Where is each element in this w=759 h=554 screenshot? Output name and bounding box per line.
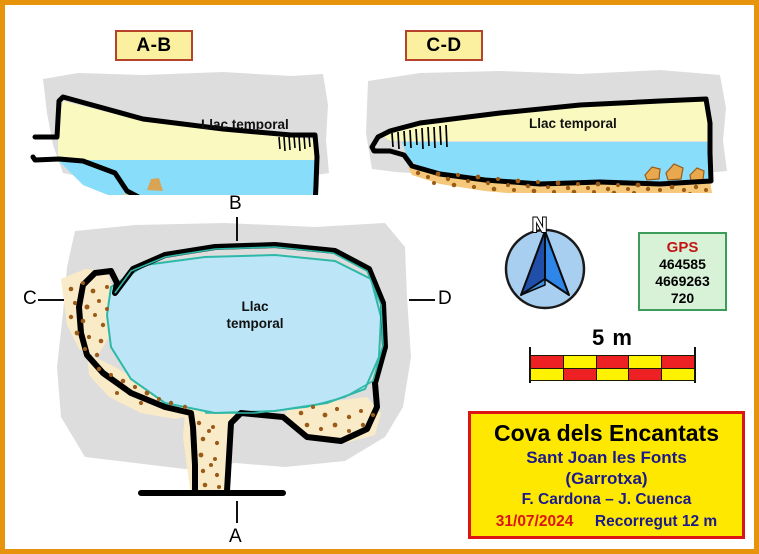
scale-bar [530, 355, 695, 381]
plan-station-b-label: B [229, 193, 242, 214]
scale-label: 5 m [592, 325, 633, 350]
section-cd-drawing [366, 70, 727, 193]
scale-cell [596, 356, 630, 368]
scale-cell [662, 368, 694, 380]
plan-station-c-tick [38, 299, 64, 301]
municipality: Sant Joan les Fonts [526, 448, 687, 467]
scale-cell [531, 368, 564, 380]
plan-station-d-label: D [438, 288, 452, 309]
surveyors: F. Cardona – J. Cuenca [521, 491, 692, 508]
compass-rose: N [499, 213, 591, 313]
plan-station-a-label: A [229, 526, 242, 547]
scale-cell [563, 368, 597, 380]
scale-row-top [531, 356, 694, 369]
gps-title: GPS [666, 239, 699, 256]
scale-end-tick-right [694, 347, 696, 383]
section-ab-drawing [30, 72, 329, 195]
region: (Garrotxa) [565, 469, 648, 488]
scale-cell [629, 356, 663, 368]
compass-icon [504, 228, 586, 310]
scale-bar-group: 5 m [525, 325, 700, 383]
gps-box: GPS 464585 4669263 720 [638, 232, 727, 311]
plan-lake-label-line1: Llac [241, 299, 269, 314]
section-ab-lake-label: Llac temporal [201, 117, 289, 132]
section-label-cd: C-D [405, 30, 483, 61]
scale-cell [563, 356, 597, 368]
scale-cell [662, 356, 694, 368]
plan-station-c-label: C [23, 288, 37, 309]
survey-length: Recorregut 12 m [594, 513, 718, 530]
plan-lake-label-line2: temporal [226, 316, 284, 331]
survey-date: 31/07/2024 [495, 513, 574, 530]
plan-station-b-tick [236, 217, 238, 241]
gps-elevation: 720 [670, 290, 695, 306]
plan-station-a-tick [236, 501, 238, 523]
cave-name: Cova dels Encantats [494, 420, 719, 446]
section-cd-lake-label: Llac temporal [529, 116, 617, 131]
scale-row-bottom [531, 368, 694, 380]
compass-north-label: N [531, 213, 548, 238]
title-block: Cova dels Encantats Sant Joan les Fonts … [468, 411, 745, 539]
scale-cell [531, 356, 564, 368]
scale-cell [629, 368, 663, 380]
survey-footer: 31/07/2024 Recorregut 12 m [471, 511, 742, 533]
gps-northing: 4669263 [655, 273, 710, 289]
gps-easting: 464585 [659, 256, 706, 272]
plan-lake-label: Llac temporal [205, 298, 305, 332]
plan-station-d-tick [409, 299, 435, 301]
section-label-ab: A-B [115, 30, 193, 61]
scale-cell [596, 368, 630, 380]
plan-view-drawing [57, 223, 411, 496]
